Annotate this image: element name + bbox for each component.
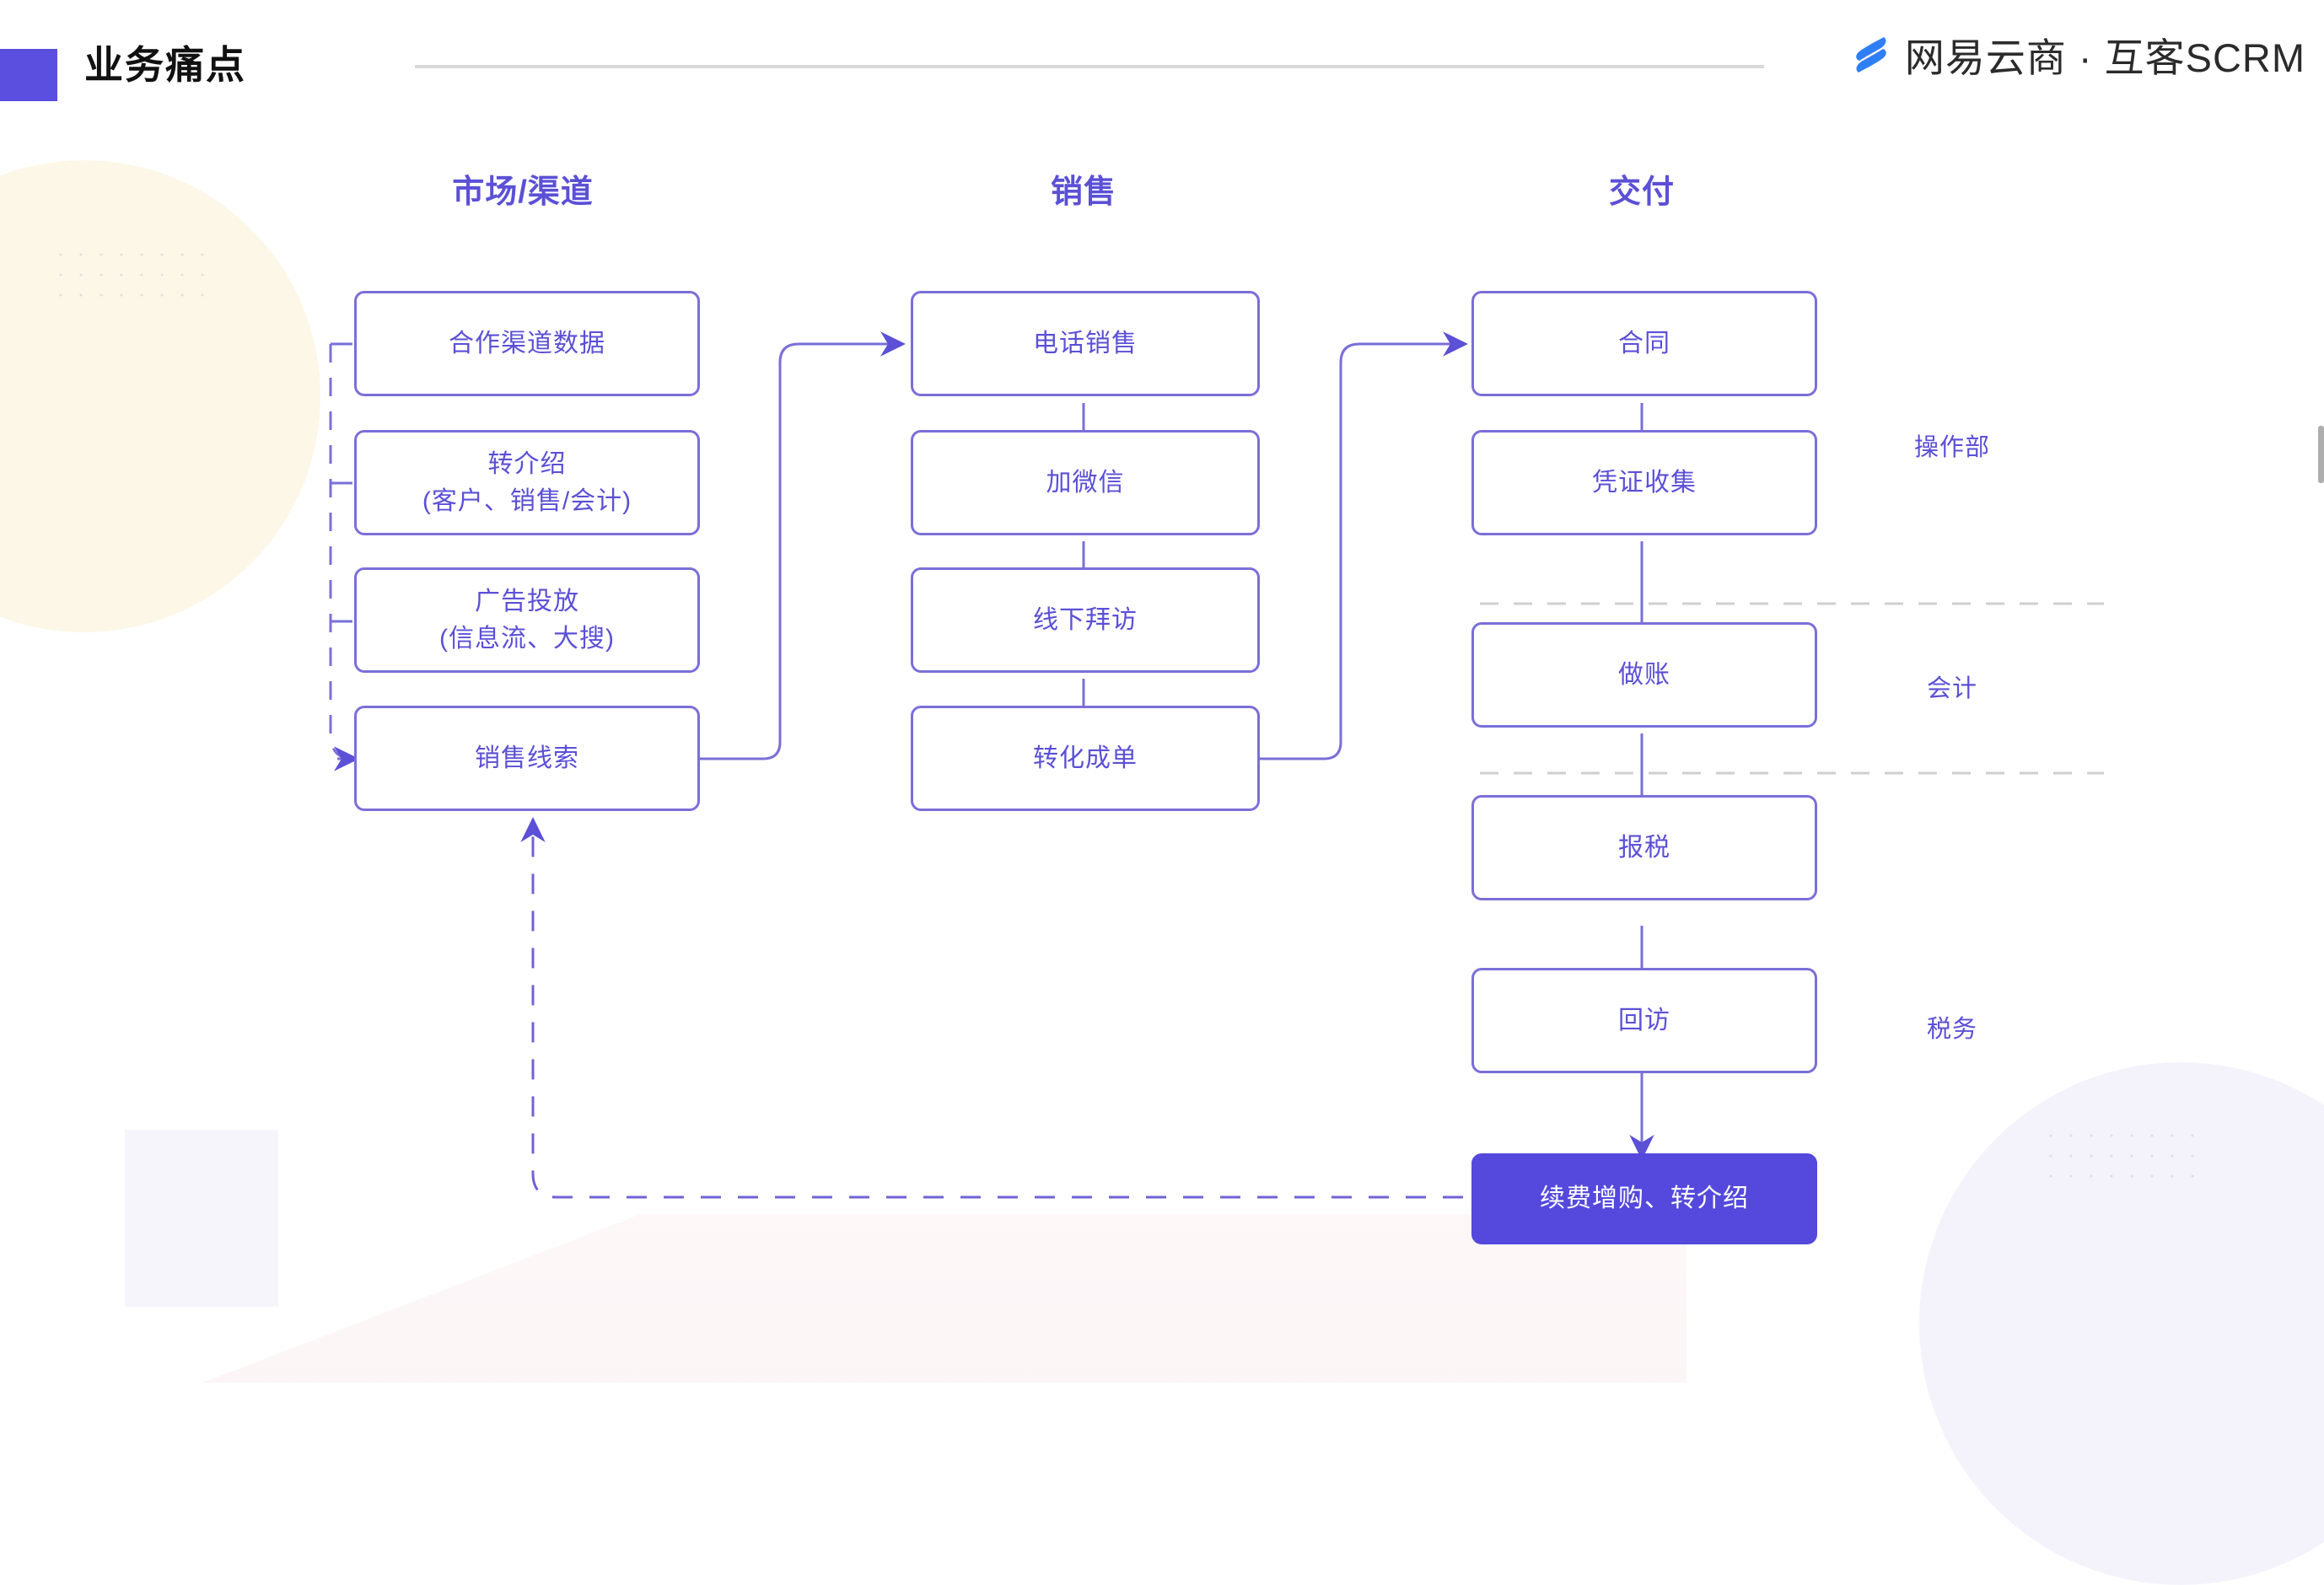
node-follow-up-visit[interactable]: 回访 [1471, 968, 1817, 1073]
department-label-operations: 操作部 [1913, 434, 1991, 461]
netease-scrm-logo-icon [1849, 33, 1893, 77]
node-referral[interactable]: 转介绍 (客户、销售/会计) [354, 430, 700, 535]
node-ad-placement[interactable]: 广告投放 (信息流、大搜) [354, 567, 700, 673]
node-contract[interactable]: 合同 [1471, 291, 1817, 396]
brand-name: 网易云商 · 互客SCRM [1904, 35, 2305, 80]
node-label: 回访 [1618, 1006, 1670, 1034]
node-label: 加微信 [1046, 468, 1125, 497]
node-sales-lead[interactable]: 销售线索 [354, 706, 700, 811]
node-label: 做账 [1618, 660, 1670, 689]
brand-lockup: 网易云商 · 互客SCRM [1849, 25, 2305, 83]
node-label: 报税 [1618, 833, 1670, 862]
column-header-delivery: 交付 [1608, 175, 1676, 210]
node-phone-sales[interactable]: 电话销售 [911, 291, 1260, 396]
node-label: 转化成单 [1033, 744, 1138, 772]
node-label: 线下拜访 [1033, 605, 1138, 634]
node-tax-filing[interactable]: 报税 [1471, 795, 1817, 900]
node-offline-visit[interactable]: 线下拜访 [911, 567, 1260, 673]
node-label-line-2: (信息流、大搜) [439, 624, 615, 653]
node-add-wechat[interactable]: 加微信 [911, 430, 1260, 535]
header-divider [415, 65, 1764, 68]
node-label-line-1: 转介绍 [487, 450, 567, 478]
node-voucher-collection[interactable]: 凭证收集 [1471, 430, 1817, 535]
business-process-flowchart: 市场/渠道 销售 交付 合作渠道数据 转介绍 (客户、销售/会计) 广告投放 (… [329, 175, 2104, 1244]
page-header: 业务痛点 网易云商 · 互客SCRM [0, 0, 2324, 101]
node-label: 广告投放 (信息流、大搜) [439, 583, 615, 657]
node-label: 合作渠道数据 [449, 329, 605, 357]
title-accent-bar [0, 49, 57, 101]
node-label: 电话销售 [1033, 329, 1138, 357]
node-label: 合同 [1618, 329, 1670, 357]
node-label: 凭证收集 [1592, 468, 1697, 497]
page-title: 业务痛点 [84, 43, 246, 87]
node-label: 转介绍 (客户、销售/会计) [422, 446, 632, 519]
node-label: 续费增购、转介绍 [1540, 1185, 1749, 1213]
node-convert-order[interactable]: 转化成单 [911, 706, 1260, 811]
node-label-line-1: 广告投放 [474, 588, 579, 615]
node-label-line-2: (客户、销售/会计) [422, 486, 632, 515]
node-renewal-upsell-referral[interactable]: 续费增购、转介绍 [1471, 1153, 1817, 1244]
department-label-tax: 税务 [1926, 1016, 1978, 1043]
column-header-market-channel: 市场/渠道 [452, 175, 594, 210]
node-partner-channel-data[interactable]: 合作渠道数据 [354, 291, 700, 396]
node-bookkeeping[interactable]: 做账 [1471, 622, 1817, 728]
node-label: 销售线索 [475, 744, 579, 772]
department-label-accounting: 会计 [1926, 675, 1978, 702]
column-header-sales: 销售 [1050, 175, 1117, 210]
